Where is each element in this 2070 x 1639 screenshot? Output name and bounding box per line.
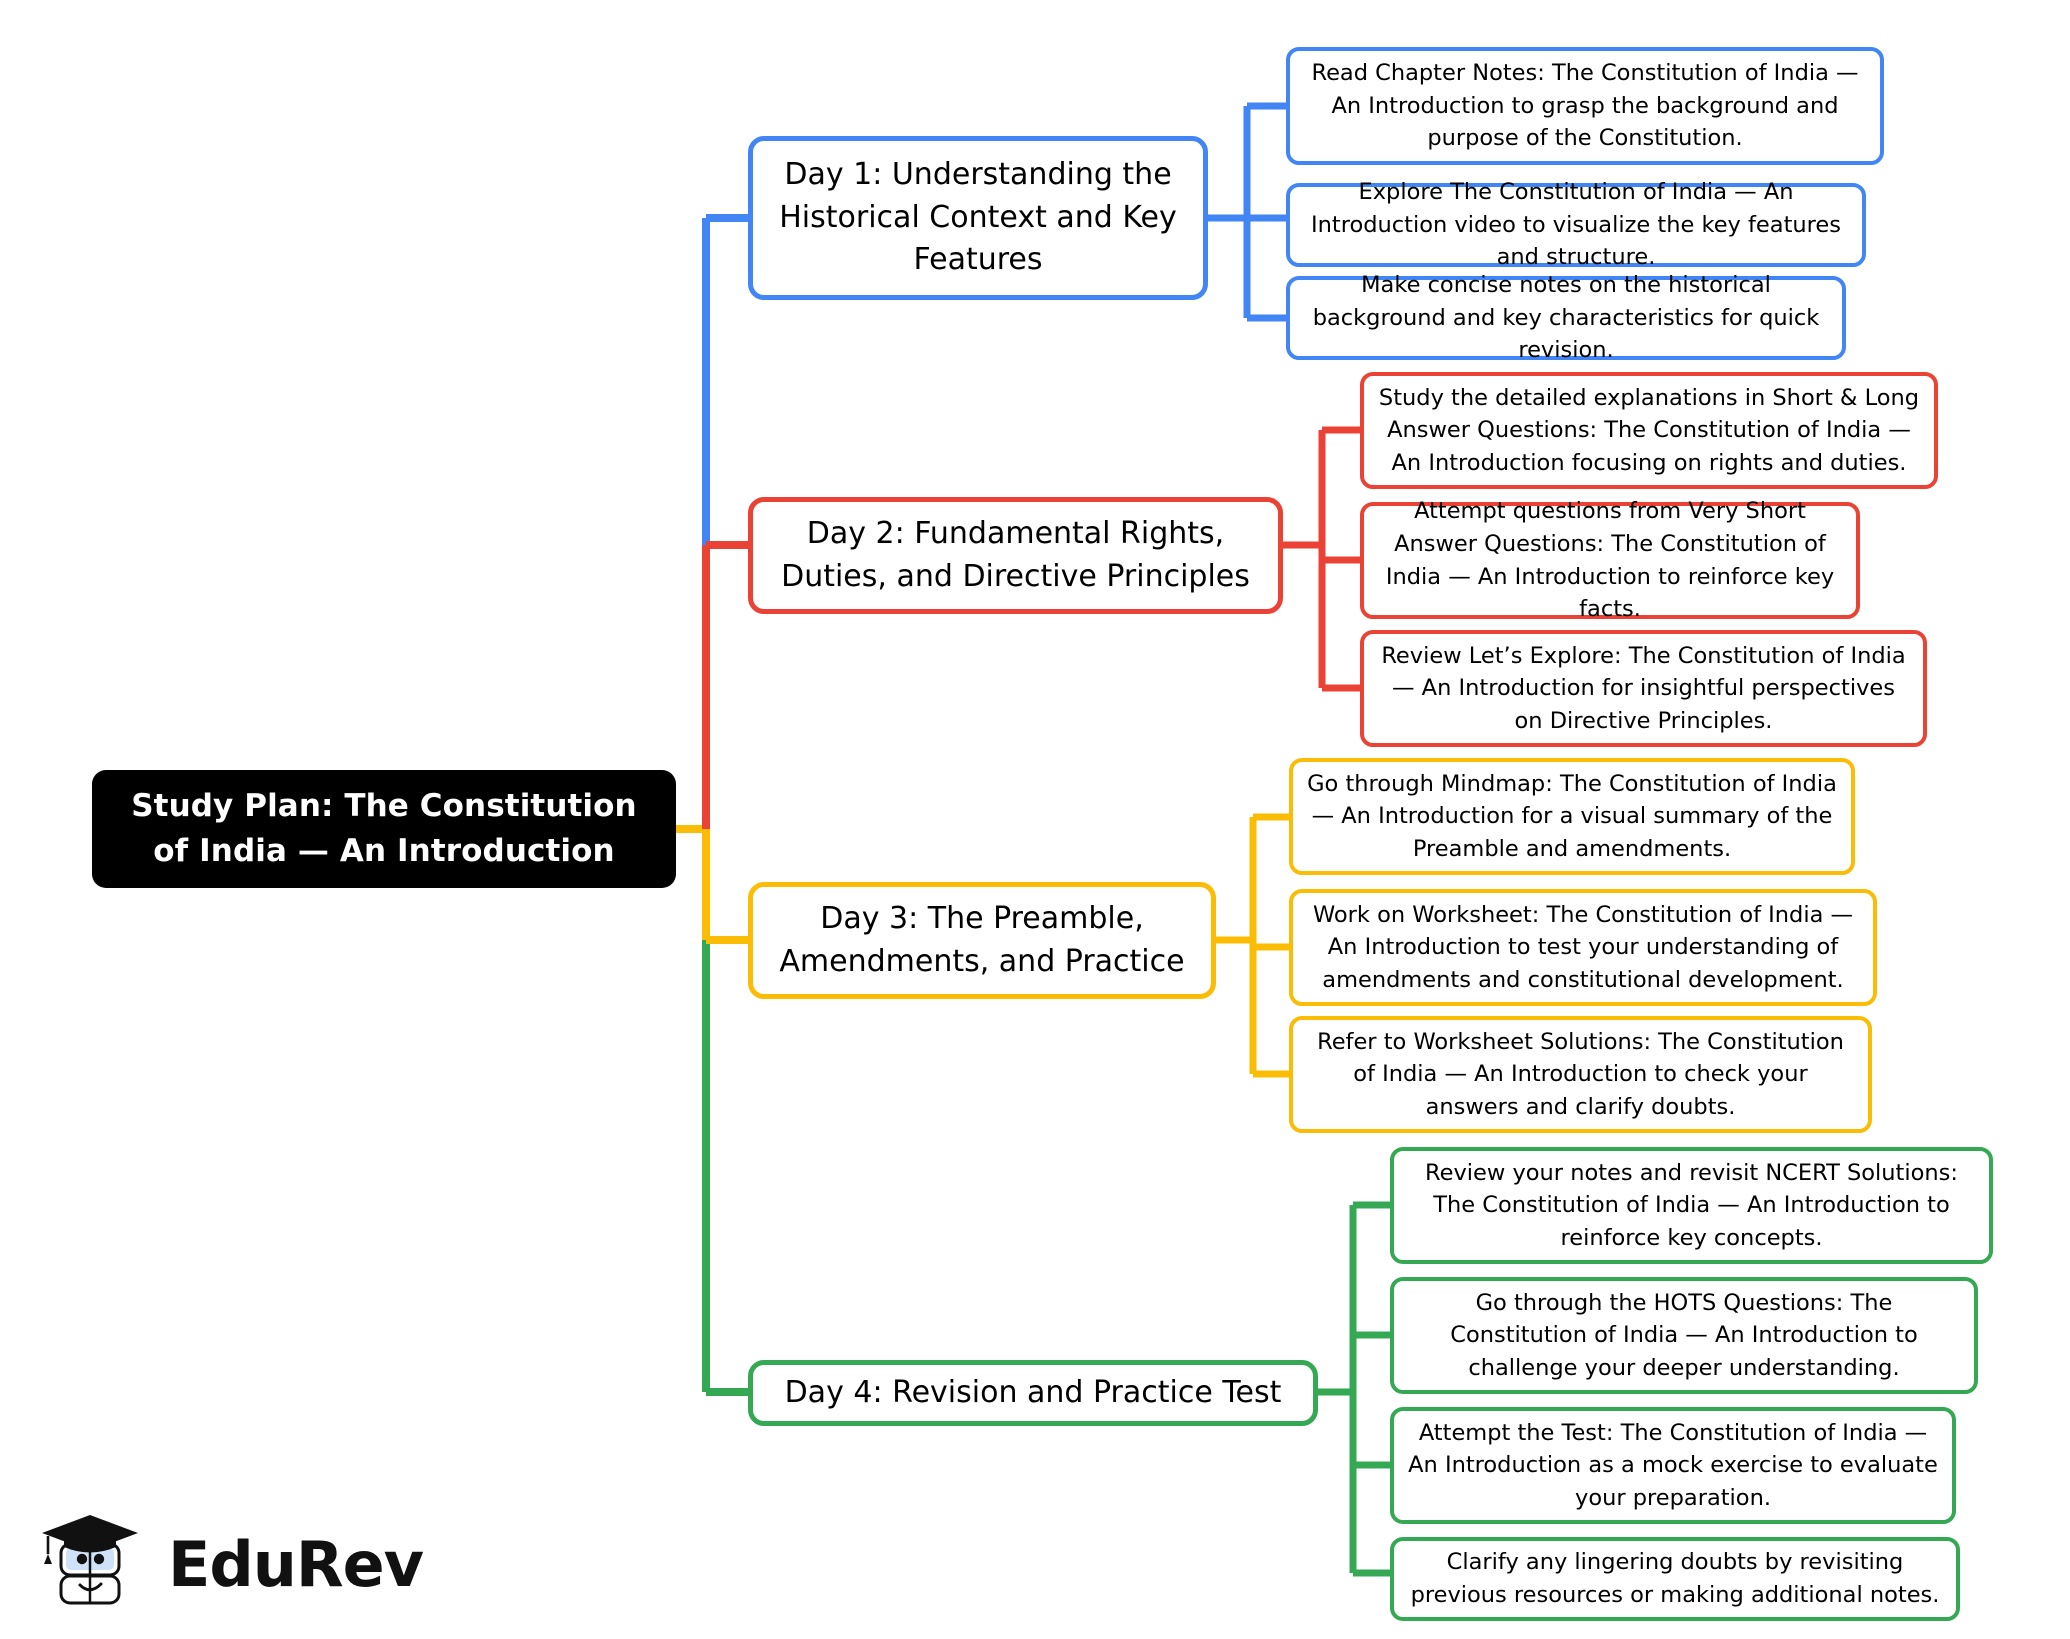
graduation-cap-book-mascot-icon — [42, 1514, 138, 1604]
leaf-node-day1-1-label: Read Chapter Notes: The Constitution of … — [1311, 60, 1859, 152]
leaf-node-day4-3[interactable]: Attempt the Test: The Constitution of In… — [1390, 1407, 1956, 1524]
branch-node-day4[interactable]: Day 4: Revision and Practice Test — [748, 1360, 1318, 1426]
leaf-node-day2-3[interactable]: Review Let’s Explore: The Constitution o… — [1360, 630, 1927, 747]
leaf-node-day4-4-label: Clarify any lingering doubts by revisiti… — [1410, 1549, 1940, 1608]
leaf-node-day2-1-label: Study the detailed explanations in Short… — [1378, 384, 1920, 476]
leaf-node-day1-3[interactable]: Make concise notes on the historical bac… — [1286, 272, 1846, 363]
leaf-node-day3-2-label: Work on Worksheet: The Constitution of I… — [1312, 901, 1854, 993]
leaf-node-day4-4[interactable]: Clarify any lingering doubts by revisiti… — [1390, 1537, 1960, 1621]
branch-node-day4-label: Day 4: Revision and Practice Test — [784, 1374, 1282, 1410]
branch-node-day2[interactable]: Day 2: Fundamental Rights, Duties, and D… — [748, 497, 1283, 614]
leaf-node-day4-2[interactable]: Go through the HOTS Questions: The Const… — [1390, 1277, 1978, 1394]
root-node-label: Study Plan: The Constitution of India — … — [131, 788, 637, 869]
edurev-logo[interactable]: EduRev — [34, 1508, 454, 1628]
leaf-node-day3-1-label: Go through Mindmap: The Constitution of … — [1307, 770, 1837, 862]
leaf-node-day3-1[interactable]: Go through Mindmap: The Constitution of … — [1289, 758, 1855, 875]
leaf-node-day4-1-label: Review your notes and revisit NCERT Solu… — [1425, 1159, 1958, 1251]
leaf-node-day3-3-label: Refer to Worksheet Solutions: The Consti… — [1317, 1028, 1844, 1120]
leaf-node-day4-1[interactable]: Review your notes and revisit NCERT Solu… — [1390, 1147, 1993, 1264]
branch-node-day1[interactable]: Day 1: Understanding the Historical Cont… — [748, 136, 1208, 300]
leaf-node-day2-3-label: Review Let’s Explore: The Constitution o… — [1381, 642, 1906, 734]
leaf-node-day1-1[interactable]: Read Chapter Notes: The Constitution of … — [1286, 47, 1884, 165]
leaf-node-day2-2[interactable]: Attempt questions from Very Short Answer… — [1360, 498, 1860, 622]
edurev-wordmark: EduRev — [168, 1528, 424, 1601]
branch-node-day1-label: Day 1: Understanding the Historical Cont… — [779, 157, 1177, 278]
branch-node-day3-label: Day 3: The Preamble, Amendments, and Pra… — [779, 900, 1185, 979]
leaf-node-day4-2-label: Go through the HOTS Questions: The Const… — [1450, 1289, 1918, 1381]
leaf-node-day4-3-label: Attempt the Test: The Constitution of In… — [1408, 1419, 1938, 1511]
root-node[interactable]: Study Plan: The Constitution of India — … — [92, 770, 676, 888]
leaf-node-day3-3[interactable]: Refer to Worksheet Solutions: The Consti… — [1289, 1016, 1872, 1133]
leaf-node-day2-2-label: Attempt questions from Very Short Answer… — [1385, 498, 1835, 623]
branch-node-day2-label: Day 2: Fundamental Rights, Duties, and D… — [781, 515, 1250, 594]
leaf-node-day2-1[interactable]: Study the detailed explanations in Short… — [1360, 372, 1938, 489]
leaf-node-day3-2[interactable]: Work on Worksheet: The Constitution of I… — [1289, 889, 1877, 1006]
leaf-node-day1-2[interactable]: Explore The Constitution of India — An I… — [1286, 179, 1866, 270]
branch-node-day3[interactable]: Day 3: The Preamble, Amendments, and Pra… — [748, 882, 1216, 999]
leaf-node-day1-3-label: Make concise notes on the historical bac… — [1312, 272, 1820, 364]
leaf-node-day1-2-label: Explore The Constitution of India — An I… — [1311, 179, 1841, 271]
